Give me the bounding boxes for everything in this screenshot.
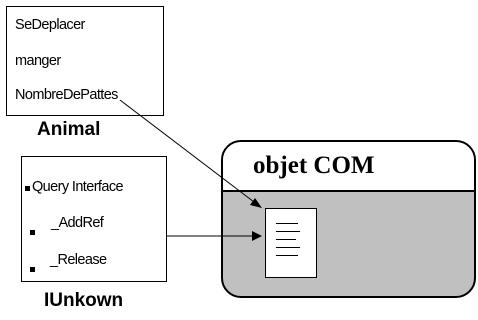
animal-arrowhead-icon (250, 198, 262, 208)
iunknown-interface-box: Query Interface _AddRef _Release (21, 156, 167, 282)
com-object: objet COM (221, 140, 476, 298)
method-queryinterface: Query Interface (32, 179, 124, 195)
method-addref: _AddRef (51, 215, 104, 231)
bullet-icon (25, 186, 30, 191)
animal-interface-box: SeDeplacer manger NombreDePattes (6, 6, 164, 116)
com-object-title: objet COM (253, 152, 375, 179)
method-release: _Release (50, 252, 107, 268)
bullet-icon (30, 230, 35, 235)
method-nombredepattes: NombreDePattes (15, 87, 118, 103)
iunknown-arrowhead-icon (252, 231, 262, 241)
bullet-icon (30, 267, 35, 272)
animal-connector-line (119, 99, 255, 203)
com-object-header: objet COM (223, 142, 474, 192)
method-sedeplacer: SeDeplacer (15, 17, 85, 33)
document-icon (265, 208, 317, 278)
iunknown-caption: IUnkown (44, 290, 124, 311)
method-manger: manger (15, 53, 61, 69)
animal-caption: Animal (37, 119, 101, 140)
